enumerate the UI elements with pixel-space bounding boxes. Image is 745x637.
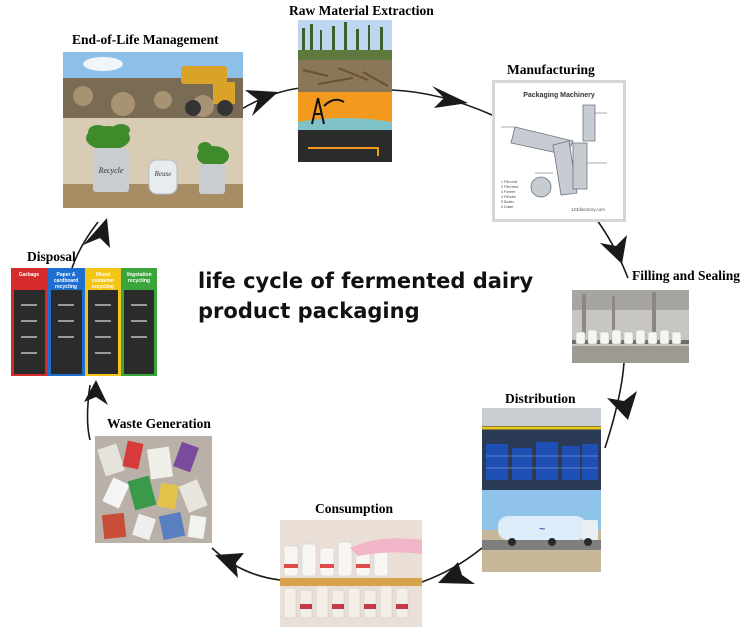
- svg-text:Garbage: Garbage: [19, 272, 40, 278]
- svg-text:1 Film reel: 1 Film reel: [501, 180, 518, 184]
- svg-text:3 Former: 3 Former: [501, 190, 516, 194]
- machinery-caption: Packaging Machinery: [523, 92, 595, 99]
- svg-text:4 Fill tube: 4 Fill tube: [501, 195, 516, 199]
- arrowhead-1: [245, 90, 278, 116]
- stage-label-consumption: Consumption: [315, 501, 394, 516]
- title-line-1: life cycle of fermented dairy: [198, 269, 534, 293]
- title-line-2: product packaging: [198, 299, 420, 323]
- filling-image: [572, 290, 689, 363]
- svg-text:~: ~: [539, 524, 545, 535]
- stage-label-filling: Filling and Sealing: [632, 268, 741, 283]
- arrowhead-4: [607, 391, 637, 420]
- arrowhead-5: [438, 562, 475, 584]
- svg-text:6 Cutter: 6 Cutter: [501, 205, 514, 209]
- arrowhead-2: [432, 86, 468, 108]
- stage-label-disposal: Disposal: [27, 249, 76, 264]
- stage-label-distribution: Distribution: [505, 391, 576, 406]
- end-of-life-image: Recycle Reuse: [63, 52, 243, 208]
- arrow-consumption-to-waste: [211, 547, 281, 581]
- svg-text:5 Sealer: 5 Sealer: [501, 200, 515, 204]
- diagram-title: life cycle of fermented dairy product pa…: [198, 266, 533, 326]
- jar-label-reuse: Reuse: [154, 170, 172, 178]
- stage-label-raw-material: Raw Material Extraction: [289, 3, 434, 18]
- stage-label-waste: Waste Generation: [107, 416, 211, 431]
- arrowhead-7: [84, 380, 108, 405]
- arrowhead-3: [600, 235, 627, 264]
- arrowhead-6: [215, 553, 244, 578]
- arrow-raw-to-manufacturing: [391, 89, 493, 116]
- distribution-image: ~: [482, 408, 601, 572]
- stage-label-manufacturing: Manufacturing: [507, 62, 595, 77]
- arrow-disposal-to-eol: [71, 221, 99, 269]
- arrowhead-8: [83, 218, 110, 248]
- raw-material-image: [298, 20, 392, 162]
- arrow-waste-to-disposal: [86, 384, 91, 441]
- machinery-credit: 123directory.com: [571, 207, 605, 212]
- jar-label-recycle: Recycle: [98, 166, 124, 175]
- waste-image: [95, 436, 212, 543]
- stage-label-end-of-life: End-of-Life Management: [72, 32, 219, 47]
- svg-text:2 Film feed: 2 Film feed: [501, 185, 518, 189]
- consumption-image: [280, 520, 422, 627]
